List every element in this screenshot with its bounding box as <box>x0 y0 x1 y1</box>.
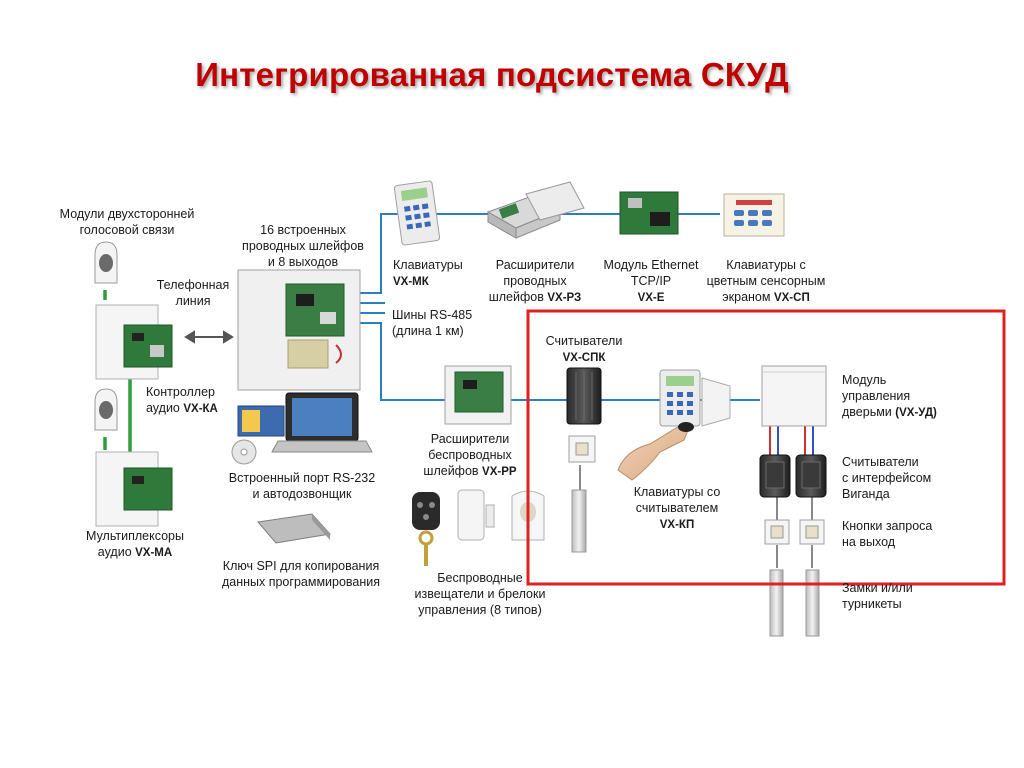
ethernet-module-icon <box>619 191 679 235</box>
keypad-reader-icon <box>659 369 731 427</box>
audio-link-line <box>103 290 132 460</box>
wireless-expander-icon <box>444 365 512 425</box>
reader-vx-spk-icon <box>566 367 602 553</box>
rs485-bus-label: Шины RS-485(длина 1 км) <box>392 308 473 338</box>
audio-controller-icon <box>95 304 173 380</box>
door-lock-icon <box>769 569 820 637</box>
audio-multiplexers-label: Мультиплексоры аудио VX-МА <box>86 529 184 559</box>
wireless-detector-icon <box>457 489 545 541</box>
laptop-icon <box>271 392 373 453</box>
control-panel-icon <box>237 269 361 391</box>
exit-button-icon <box>764 519 825 545</box>
software-box-icon <box>231 405 285 465</box>
door-wires <box>579 425 814 568</box>
keypad-vx-mk-icon <box>393 180 441 246</box>
key-fob-icon <box>412 492 440 566</box>
hand-with-card-icon <box>617 422 694 481</box>
voice-module-icon-2 <box>94 388 118 431</box>
audio-multiplexer-icon <box>95 451 173 527</box>
voice-module-icon <box>94 241 118 284</box>
touchscreen-keypad-icon <box>723 193 785 237</box>
wiegand-reader-icon <box>759 454 827 498</box>
wired-expander-icon <box>486 181 585 239</box>
phone-line-arrow <box>184 330 234 344</box>
slide-title: Интегрированная подсистема СКУД <box>195 56 789 93</box>
spi-key-icon <box>257 513 331 544</box>
audio-controller-label: Контроллер аудио VX-КА <box>146 385 218 415</box>
access-control-highlight <box>526 309 1006 586</box>
door-control-module-icon <box>761 365 827 427</box>
